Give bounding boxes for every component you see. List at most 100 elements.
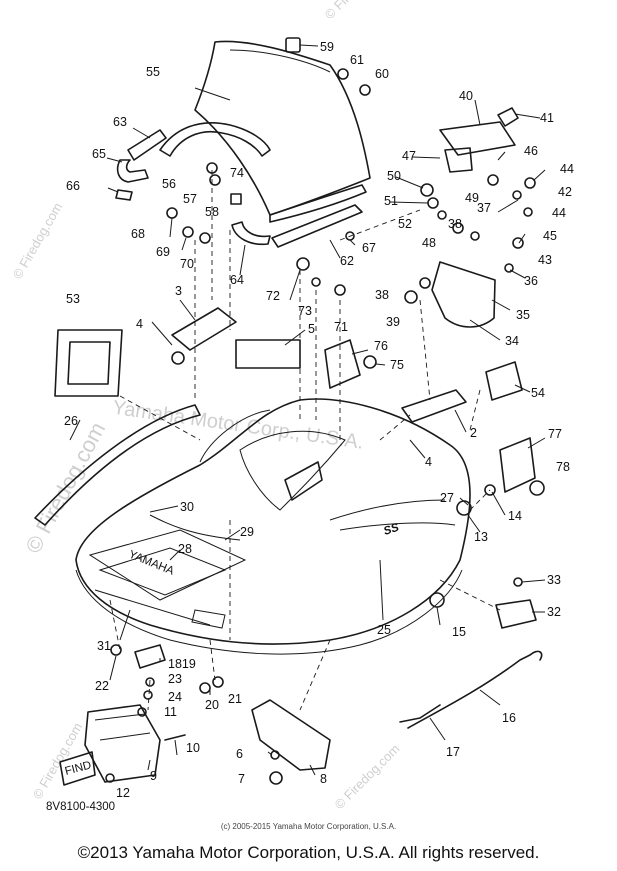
watermark-bottomleft: © Firedog.com	[30, 720, 86, 802]
callout-12: 12	[116, 786, 130, 800]
callout-47: 47	[402, 149, 416, 163]
callout-20: 20	[205, 698, 219, 712]
callout-53: 53	[66, 292, 80, 306]
side-strip-26	[34, 404, 201, 526]
screw-20	[199, 682, 211, 694]
callout-24: 24	[168, 690, 182, 704]
top-fasteners	[166, 37, 371, 296]
washer-6	[270, 750, 280, 760]
callout-28: 28	[178, 542, 192, 556]
callout-5: 5	[308, 322, 315, 336]
callout-25: 25	[377, 623, 391, 637]
callout-75: 75	[390, 358, 404, 372]
washer-24	[143, 690, 153, 700]
callout-72: 72	[266, 289, 280, 303]
latch-32	[495, 599, 537, 629]
ss-badge: SS	[382, 522, 401, 538]
callout-23: 23	[168, 672, 182, 686]
callout-6: 6	[236, 747, 243, 761]
callout-32: 32	[547, 605, 561, 619]
callout-67: 67	[362, 241, 376, 255]
callout-31: 31	[97, 639, 111, 653]
copyright-notice: ©2013 Yamaha Motor Corporation, U.S.A. A…	[77, 843, 540, 862]
callout-3: 3	[175, 284, 182, 298]
callout-29: 29	[240, 525, 254, 539]
vent-76	[324, 339, 361, 389]
callout-44b: 44	[552, 206, 566, 220]
hood-logo: YAMAHA	[127, 549, 176, 578]
callout-7: 7	[238, 772, 245, 786]
callout-22: 22	[95, 679, 109, 693]
screw-22	[110, 644, 122, 656]
callout-9: 9	[150, 769, 157, 783]
air-duct	[431, 261, 496, 328]
callout-66: 66	[66, 179, 80, 193]
callout-43: 43	[538, 253, 552, 267]
cable-end-17	[399, 704, 441, 723]
callout-40: 40	[459, 89, 473, 103]
callout-27: 27	[440, 491, 454, 505]
callout-15: 15	[452, 625, 466, 639]
trim-53	[54, 329, 123, 397]
screw-21	[212, 676, 224, 688]
callout-4: 4	[136, 317, 143, 331]
callout-2: 2	[470, 426, 477, 440]
callout-26: 26	[64, 414, 78, 428]
nut-7	[269, 771, 283, 785]
callout-56: 56	[162, 177, 176, 191]
bracket-77	[499, 437, 536, 493]
callout-69: 69	[156, 245, 170, 259]
bracket-1819	[134, 644, 166, 669]
screw-12	[105, 773, 115, 783]
storage-box-9	[84, 704, 161, 783]
pad-3	[171, 307, 237, 351]
callout-11: 11	[164, 705, 177, 719]
bolt-78	[529, 480, 545, 496]
callout-4b: 4	[425, 455, 432, 469]
right-trim-64	[231, 221, 271, 246]
callout-59: 59	[320, 40, 334, 54]
callout-60: 60	[375, 67, 389, 81]
callout-78: 78	[556, 460, 570, 474]
callout-55: 55	[146, 65, 160, 79]
callout-36: 36	[524, 274, 538, 288]
watermark-topright: © Firedog.com	[322, 0, 393, 22]
callout-14: 14	[508, 509, 522, 523]
callout-1819: 1819	[168, 657, 196, 671]
plate-text: FIND	[64, 759, 93, 778]
callout-38: 38	[448, 217, 462, 231]
callout-21: 21	[228, 692, 242, 706]
callout-45: 45	[543, 229, 557, 243]
callout-52: 52	[398, 217, 412, 231]
grommet-38	[419, 277, 431, 289]
callout-68: 68	[131, 227, 145, 241]
callout-42: 42	[558, 185, 572, 199]
callout-70: 70	[180, 257, 194, 271]
callout-77: 77	[548, 427, 562, 441]
callout-58: 58	[205, 205, 219, 219]
callout-leaders	[69, 44, 546, 776]
callout-62: 62	[340, 254, 354, 268]
callout-33: 33	[547, 573, 561, 587]
pad-5	[235, 339, 301, 369]
cable-16	[407, 650, 543, 729]
callout-73: 73	[298, 304, 312, 318]
callout-17: 17	[446, 745, 460, 759]
callout-54: 54	[531, 386, 545, 400]
callout-57: 57	[183, 192, 197, 206]
part-code: 8V8100-4300	[46, 801, 115, 813]
callout-51: 51	[384, 194, 398, 208]
washer-23	[145, 677, 155, 687]
clip-66	[115, 189, 133, 201]
callout-39: 39	[386, 315, 400, 329]
callout-13: 13	[474, 530, 488, 544]
callout-41: 41	[540, 111, 554, 125]
plate-54	[485, 361, 523, 401]
bolt-14	[484, 484, 496, 496]
callout-34: 34	[505, 334, 519, 348]
callout-46: 46	[524, 144, 538, 158]
pad-2	[401, 389, 467, 423]
watermark-bottomright: © Firedog.com	[332, 741, 403, 812]
callout-61: 61	[350, 53, 364, 67]
